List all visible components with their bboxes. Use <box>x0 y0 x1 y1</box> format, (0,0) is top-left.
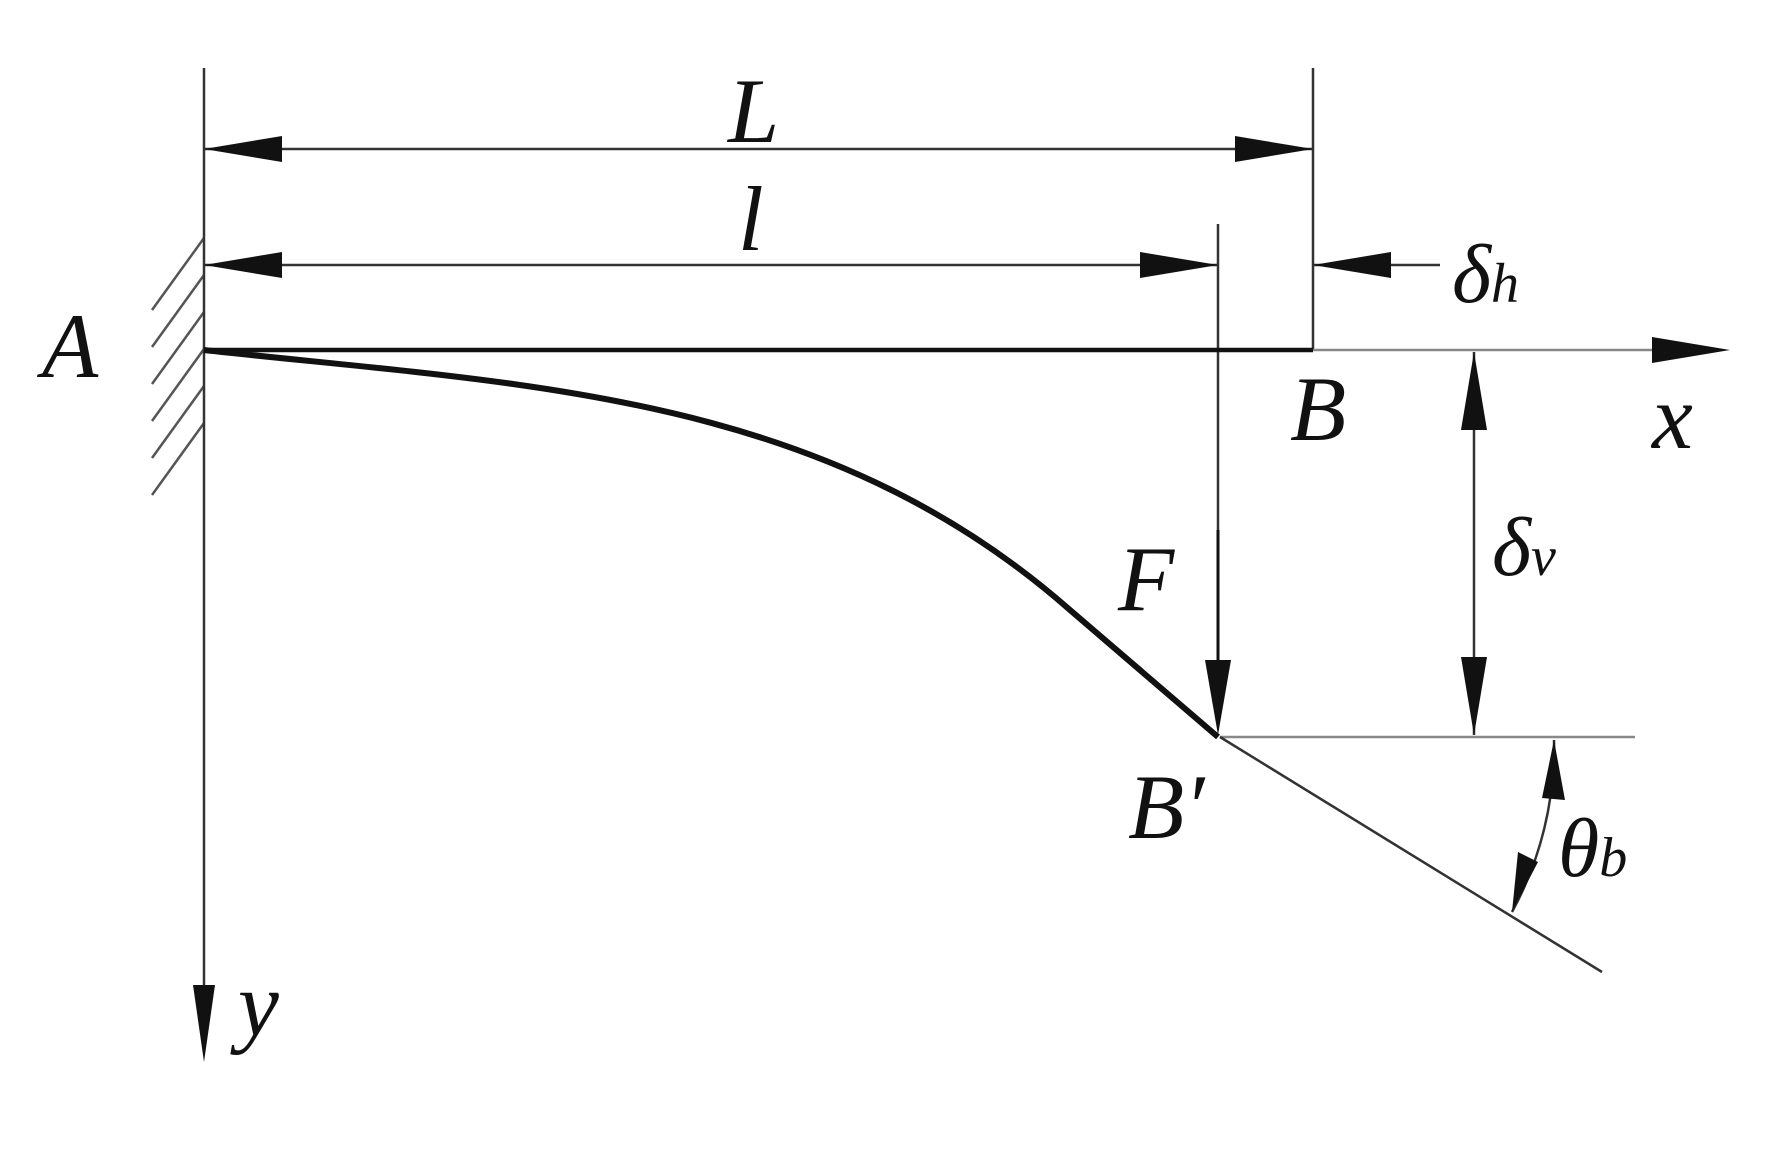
label-theta-b: θb <box>1558 802 1627 895</box>
y-axis-arrowhead <box>193 985 215 1062</box>
dimension-l-projected <box>204 252 1218 278</box>
label-delta-v: δv <box>1492 501 1556 594</box>
delta-h-arrow <box>1313 252 1440 278</box>
tangent-line <box>1219 735 1603 974</box>
label-force: F <box>1117 528 1175 630</box>
theta-sub: b <box>1599 827 1627 889</box>
label-length-total: L <box>726 60 779 162</box>
delta-v-symbol: δ <box>1492 501 1533 594</box>
theta-arc <box>1510 739 1565 913</box>
x-axis-arrowhead <box>1652 337 1730 363</box>
label-axis-x: x <box>1650 366 1693 468</box>
deflected-beam-curve <box>203 347 1220 740</box>
delta-h-sub: h <box>1491 253 1519 315</box>
theta-symbol: θ <box>1558 802 1599 895</box>
dimension-l-total <box>204 136 1313 162</box>
label-axis-y: y <box>230 953 279 1055</box>
label-point-a: A <box>36 295 99 397</box>
delta-v-dimension <box>1461 352 1487 735</box>
label-length-projected: l <box>738 168 764 270</box>
label-point-b-prime: B′ <box>1128 756 1206 858</box>
fixed-support-hatching <box>150 237 206 496</box>
delta-h-symbol: δ <box>1452 228 1493 321</box>
force-arrow <box>1205 530 1231 735</box>
delta-v-sub: v <box>1531 526 1556 588</box>
label-point-b: B <box>1290 358 1346 460</box>
label-delta-h: δh <box>1452 228 1519 321</box>
